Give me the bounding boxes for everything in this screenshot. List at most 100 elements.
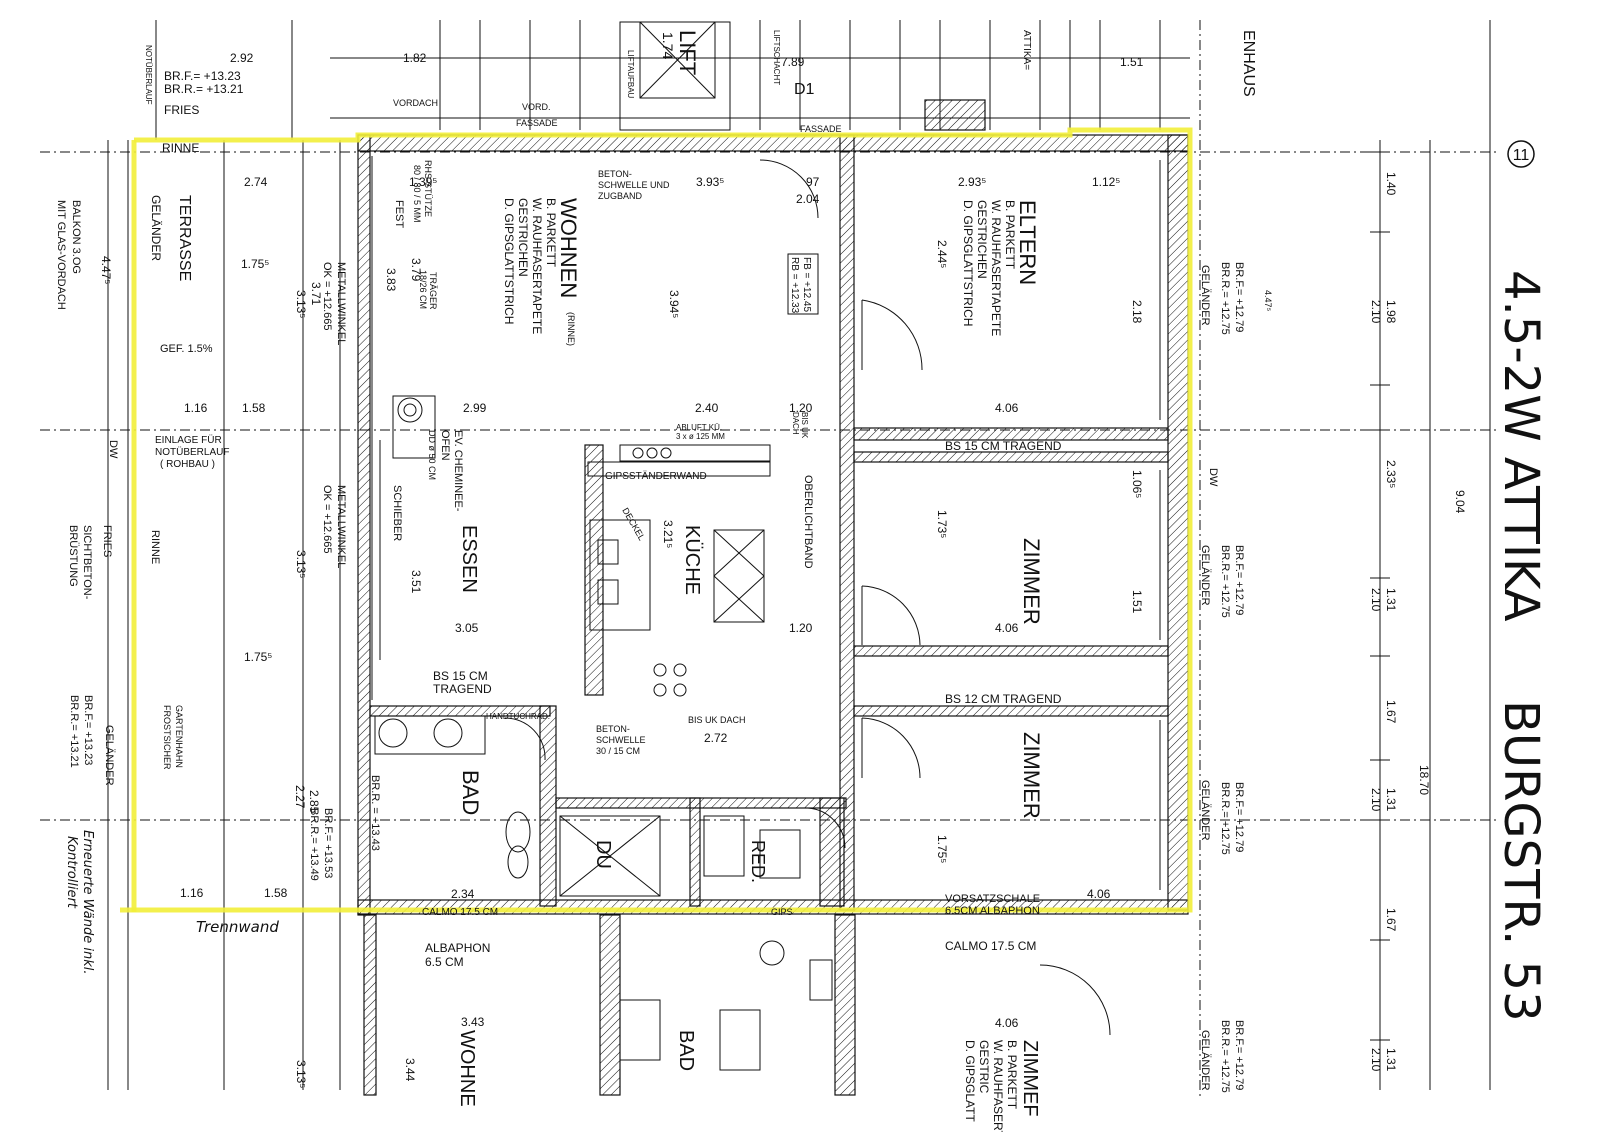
note-fries: FRIES bbox=[164, 103, 199, 117]
note-vordach: VORDACH bbox=[393, 98, 438, 108]
note-br-side: BR.F.= +13.23 bbox=[82, 695, 94, 765]
dim: 1.67 bbox=[1384, 700, 1398, 724]
dim: 1.12⁵ bbox=[1092, 175, 1120, 189]
note-abluft-2: 3 x ø 125 MM bbox=[676, 432, 725, 441]
dim: 3.13⁵ bbox=[294, 290, 308, 318]
label-wohnen-sub-2: W. RAUHFASERTAPETE bbox=[530, 198, 544, 334]
dim: 3.44 bbox=[403, 1058, 417, 1082]
dim: 1.75⁵ bbox=[935, 835, 949, 863]
handwritten-title-2: BURGSTR. 53 bbox=[1493, 700, 1549, 1022]
note-bis-uk-dach: BIS UK DACH bbox=[688, 715, 746, 725]
label-wohnen-sub-4: D. GIPSGLATTSTRICH bbox=[502, 198, 516, 324]
note-einlage-3: ( ROHBAU ) bbox=[160, 459, 215, 470]
dim: 97 bbox=[806, 175, 820, 189]
note-rhs-1: RHS-STÜTZE bbox=[423, 160, 433, 217]
dim: 4.06 bbox=[1087, 887, 1111, 901]
dim: 3.93⁵ bbox=[696, 175, 724, 189]
axis-marker-label: 11 bbox=[1513, 147, 1530, 164]
dim: 2.85 bbox=[307, 790, 321, 814]
note-gartenhahn: GARTENHAHN bbox=[174, 705, 184, 768]
dim: 1.39⁵ bbox=[409, 175, 437, 189]
note-schieber: SCHIEBER bbox=[391, 485, 403, 541]
dim: 1.58 bbox=[242, 401, 266, 415]
label-zimmer-2: ZIMMER bbox=[1019, 732, 1044, 819]
dim: 1.31 bbox=[1384, 1048, 1398, 1072]
label-zimmer-lower-sub-2: W. RAUHFASERT bbox=[991, 1040, 1005, 1132]
note-traeger-1: TRÄGER bbox=[428, 272, 438, 310]
note-gelaender-r2: GELÄNDER bbox=[1199, 545, 1211, 606]
dim: 1.20 bbox=[789, 621, 813, 635]
note-vorsatzschale: VORSATZSCHALE bbox=[945, 893, 1040, 905]
note-metallwinkel-2b: OK = +12.665 bbox=[321, 485, 333, 554]
label-eltern-sub-1: B. PARKETT bbox=[1003, 200, 1017, 270]
dim: 1.75⁵ bbox=[244, 650, 272, 664]
note-dw: DW bbox=[1207, 468, 1219, 487]
dim: 1.16 bbox=[180, 886, 204, 900]
dim: 1.31 bbox=[1384, 788, 1398, 812]
label-eltern-sub-3: GESTRICHEN bbox=[975, 200, 989, 279]
label-bad-lower: BAD bbox=[675, 1030, 697, 1071]
note-betonschwelle-mid: BETON- bbox=[596, 724, 630, 734]
walls bbox=[357, 134, 1189, 1096]
handwritten-note-2: Kontrolliert bbox=[64, 836, 79, 909]
note-gelaender-r3: GELÄNDER bbox=[1199, 780, 1211, 841]
notes: RINNE FRIES BR.F.= +13.23 BR.R.= +13.21 … bbox=[55, 30, 1257, 1093]
note-betonschwelle-2: SCHWELLE UND bbox=[598, 180, 670, 190]
note-betonschwelle-mid-2: SCHWELLE bbox=[596, 735, 646, 745]
dim: 2.18 bbox=[1130, 300, 1144, 324]
note-betonschwelle-mid-3: 30 / 15 CM bbox=[596, 746, 640, 756]
note-notueberlauf: NOTÜBERLAUF bbox=[144, 45, 153, 105]
note-gef: GEF. 1.5% bbox=[160, 343, 213, 355]
handwritten-trennwand: Trennwand bbox=[196, 918, 279, 936]
dim: 1.51 bbox=[1120, 55, 1144, 69]
dim: 3.79 bbox=[409, 258, 423, 282]
note-gips: GIPS bbox=[771, 907, 793, 917]
note-br-top: BR.F.= +13.23 bbox=[164, 69, 241, 83]
dim: 2.10 bbox=[1369, 300, 1383, 324]
dim: 2.40 bbox=[695, 401, 719, 415]
dim: 3.21⁵ bbox=[661, 520, 675, 548]
dim: 4.06 bbox=[995, 401, 1019, 415]
note-dw-2: DW bbox=[107, 440, 119, 459]
note-rb: RB = +12.33 bbox=[789, 257, 800, 314]
label-lift-dim: 1.74 bbox=[660, 32, 676, 59]
dim: 4.06 bbox=[995, 1016, 1019, 1030]
note-frostsicher: FROSTSICHER bbox=[162, 705, 172, 770]
dim: 2.92 bbox=[230, 51, 254, 65]
label-du: DU bbox=[592, 840, 614, 869]
dim: 2.10 bbox=[1369, 788, 1383, 812]
note-br-right-2b: BR.R.= +12.75 bbox=[1219, 545, 1231, 618]
dim: 1.73⁵ bbox=[935, 510, 949, 538]
handwritten-title-1: 4.5-2W ATTIKA bbox=[1493, 270, 1549, 622]
handwritten-note-1: Erneuerte Wände inkl. bbox=[80, 830, 95, 974]
note-bis-uk-2: DACH bbox=[791, 412, 800, 435]
note-ofen: OFEN bbox=[439, 430, 451, 461]
dim: 1.75⁵ bbox=[241, 257, 269, 271]
dim: 1.06⁵ bbox=[1130, 470, 1144, 498]
dim: 4.06 bbox=[995, 621, 1019, 635]
note-liftaufbau: LIFTAUFBAU bbox=[626, 50, 635, 99]
dim: 2.27 bbox=[293, 785, 307, 809]
note-rinne-top: RINNE bbox=[162, 141, 199, 155]
dim: 2.93⁵ bbox=[958, 175, 986, 189]
dim: 9.04 bbox=[1453, 490, 1467, 514]
top-strip bbox=[330, 20, 1190, 131]
note-calmo-bottom: CALMO 17.5 CM bbox=[945, 939, 1036, 953]
dim: 1.20 bbox=[789, 401, 813, 415]
note-einlage-2: NOTÜBERLAUF bbox=[155, 446, 229, 458]
label-zimmer-lower-sub-3: GESTRIC bbox=[977, 1040, 991, 1094]
dim: 2.10 bbox=[1369, 1048, 1383, 1072]
dim: 3.43 bbox=[461, 1015, 485, 1029]
note-fassade: FASSADE bbox=[800, 124, 842, 134]
note-fries-side: FRIES bbox=[101, 525, 113, 557]
note-sichtbeton: SICHTBETON- bbox=[81, 525, 93, 600]
label-zimmer-lower-sub-1: B. PARKETT bbox=[1005, 1040, 1019, 1110]
dim: 3.13⁵ bbox=[294, 1060, 308, 1088]
dim: 2.10 bbox=[1369, 588, 1383, 612]
dim: 1.31 bbox=[1384, 588, 1398, 612]
note-br-bad-2: BR.R.= +13.49 bbox=[308, 808, 320, 881]
dim: 3.51 bbox=[409, 570, 423, 594]
dim: 3.13⁵ bbox=[294, 550, 308, 578]
dim: 3.71 bbox=[309, 282, 323, 306]
